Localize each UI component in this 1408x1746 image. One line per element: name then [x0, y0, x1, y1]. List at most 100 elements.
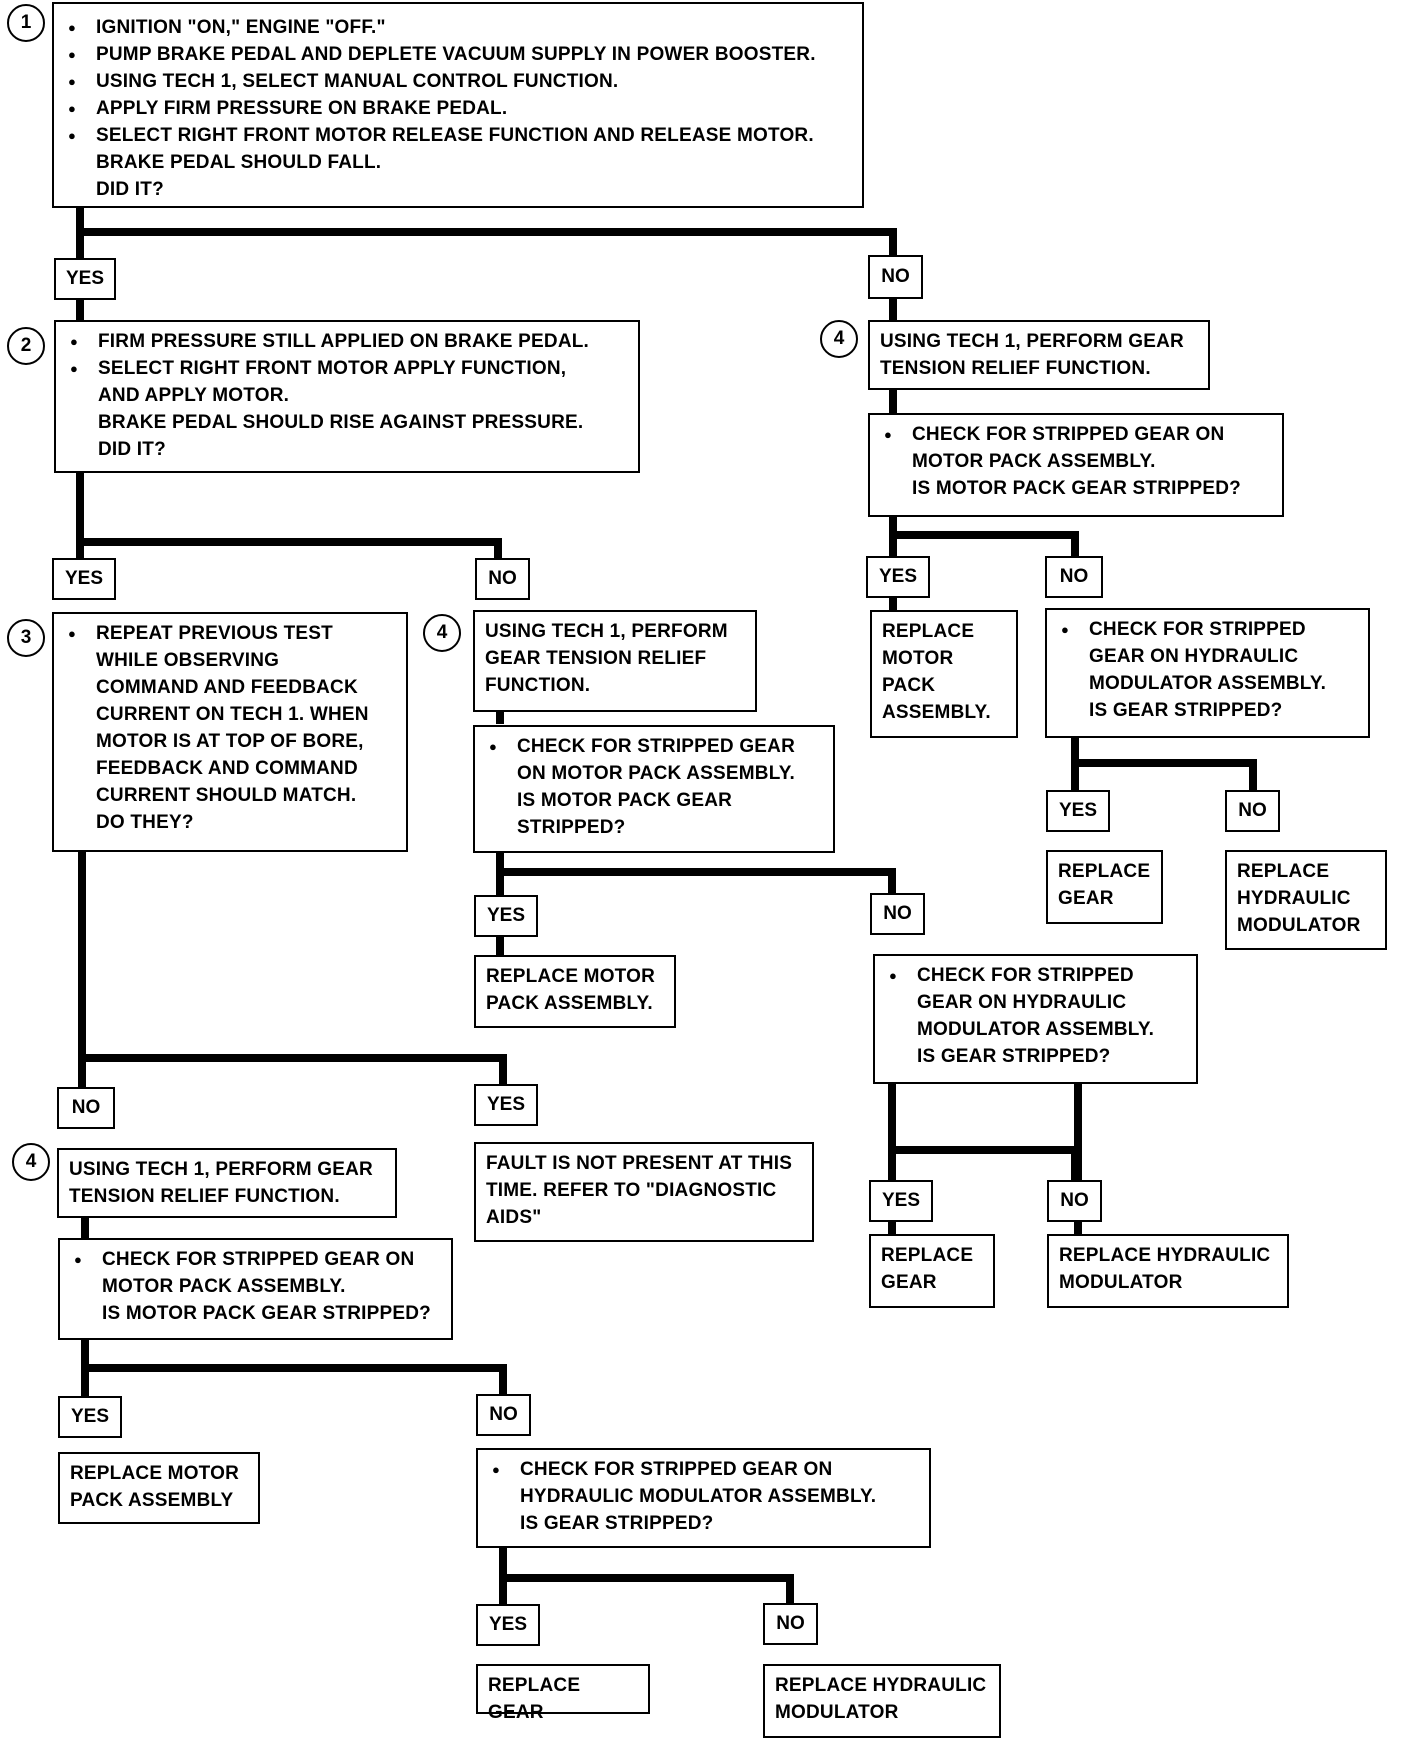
replace-motor-pack-box: REPLACE MOTOR PACK ASSEMBLY.	[474, 955, 676, 1028]
step-3-marker: 3	[7, 619, 45, 657]
box-line: CHECK FOR STRIPPED GEAR ON	[488, 1456, 919, 1483]
replace-hydraulic-modulator-box: REPLACE HYDRAULIC MODULATOR	[763, 1664, 1001, 1738]
step-1-item: IGNITION "ON," ENGINE "OFF."	[64, 14, 852, 41]
no-label: NO	[1045, 556, 1103, 598]
box-line: GEAR ON HYDRAULIC	[1089, 646, 1299, 667]
yes-label: YES	[476, 1604, 540, 1646]
box-line: REPLACE MOTOR	[486, 966, 656, 987]
step-1-marker: 1	[7, 4, 45, 42]
check-motor-gear-box: CHECK FOR STRIPPED GEAR ON MOTOR PACK AS…	[868, 413, 1284, 517]
replace-gear-box: REPLACE GEAR	[1046, 850, 1163, 924]
replace-gear-box: REPLACE GEAR	[476, 1664, 650, 1723]
box-line: ON MOTOR PACK ASSEMBLY.	[517, 763, 796, 784]
box-line: REPLACE	[882, 621, 975, 642]
step-3-text: MOTOR IS AT TOP OF BORE,	[96, 731, 364, 752]
yes-label: YES	[474, 1084, 538, 1126]
step-3-box: REPEAT PREVIOUS TEST WHILE OBSERVING COM…	[52, 612, 408, 852]
step-1-item: PUMP BRAKE PEDAL AND DEPLETE VACUUM SUPP…	[64, 41, 852, 68]
box-line: TIME. REFER TO "DIAGNOSTIC	[486, 1180, 777, 1201]
yes-label: YES	[52, 558, 116, 600]
yes-label: YES	[1046, 790, 1110, 832]
box-line: REPLACE GEAR	[488, 1675, 581, 1723]
box-line: USING TECH 1, PERFORM	[485, 621, 728, 642]
box-line: USING TECH 1, PERFORM GEAR	[880, 331, 1184, 352]
box-line: ASSEMBLY.	[882, 702, 991, 723]
box-line: PACK	[882, 675, 936, 696]
step-2-box: FIRM PRESSURE STILL APPLIED ON BRAKE PED…	[54, 320, 640, 473]
box-line: IS MOTOR PACK GEAR STRIPPED?	[102, 1303, 431, 1324]
step-3-item: REPEAT PREVIOUS TEST	[64, 620, 396, 647]
box-line: HYDRAULIC MODULATOR ASSEMBLY.	[520, 1486, 877, 1507]
step-4-marker: 4	[12, 1143, 50, 1181]
box-line: REPLACE	[881, 1245, 974, 1266]
box-line: REPLACE	[1237, 861, 1330, 882]
box-line: GEAR ON HYDRAULIC	[917, 992, 1127, 1013]
yes-label: YES	[869, 1180, 933, 1222]
box-line: MODULATOR	[1237, 915, 1361, 936]
replace-motor-pack-box: REPLACE MOTOR PACK ASSEMBLY.	[870, 610, 1018, 738]
box-line: HYDRAULIC	[1237, 888, 1351, 909]
box-line: REPLACE HYDRAULIC	[1059, 1245, 1271, 1266]
box-line: TENSION RELIEF FUNCTION.	[69, 1186, 340, 1207]
box-line: MODULATOR	[1059, 1272, 1183, 1293]
step-2-item: FIRM PRESSURE STILL APPLIED ON BRAKE PED…	[66, 328, 628, 355]
check-motor-gear-box: CHECK FOR STRIPPED GEAR ON MOTOR PACK AS…	[473, 725, 835, 853]
box-line: AIDS"	[486, 1207, 542, 1228]
box-line: GEAR	[881, 1272, 937, 1293]
check-hydraulic-gear-box: CHECK FOR STRIPPED GEAR ON HYDRAULIC MOD…	[1045, 608, 1370, 738]
no-label: NO	[476, 1394, 531, 1436]
step-3-text: WHILE OBSERVING	[96, 650, 280, 671]
box-line: CHECK FOR STRIPPED	[885, 962, 1186, 989]
yes-label: YES	[58, 1396, 122, 1438]
box-line: FUNCTION.	[485, 675, 591, 696]
step-3-text: COMMAND AND FEEDBACK	[96, 677, 358, 698]
no-label: NO	[870, 893, 925, 935]
step-3-text: CURRENT SHOULD MATCH.	[96, 785, 357, 806]
box-line: CHECK FOR STRIPPED GEAR ON	[880, 421, 1272, 448]
box-line: IS GEAR STRIPPED?	[1089, 700, 1283, 721]
step-2-text: AND APPLY MOTOR.	[98, 385, 290, 406]
box-line: IS MOTOR PACK GEAR STRIPPED?	[912, 478, 1241, 499]
box-line: GEAR	[1058, 888, 1114, 909]
box-line: MODULATOR ASSEMBLY.	[917, 1019, 1155, 1040]
no-label: NO	[57, 1087, 115, 1129]
step-3-question: DO THEY?	[96, 812, 194, 833]
box-line: CHECK FOR STRIPPED GEAR	[485, 733, 823, 760]
step-1-box: IGNITION "ON," ENGINE "OFF." PUMP BRAKE …	[52, 2, 864, 208]
box-line: PACK ASSEMBLY.	[486, 993, 653, 1014]
replace-motor-pack-box: REPLACE MOTOR PACK ASSEMBLY	[58, 1452, 260, 1524]
no-label: NO	[475, 558, 530, 600]
yes-label: YES	[54, 258, 116, 300]
no-label: NO	[763, 1603, 818, 1645]
no-label: NO	[868, 255, 923, 299]
yes-label: YES	[474, 895, 538, 937]
replace-hydraulic-modulator-box: REPLACE HYDRAULIC MODULATOR	[1225, 850, 1387, 950]
step-1-item: USING TECH 1, SELECT MANUAL CONTROL FUNC…	[64, 68, 852, 95]
box-line: MOTOR	[882, 648, 954, 669]
yes-label: YES	[866, 556, 930, 598]
tension-relief-box: USING TECH 1, PERFORM GEAR TENSION RELIE…	[57, 1148, 397, 1218]
box-line: MOTOR PACK ASSEMBLY.	[912, 451, 1156, 472]
check-motor-gear-box: CHECK FOR STRIPPED GEAR ON MOTOR PACK AS…	[58, 1238, 453, 1340]
box-line: REPLACE HYDRAULIC	[775, 1675, 987, 1696]
step-2-item: SELECT RIGHT FRONT MOTOR APPLY FUNCTION,	[66, 355, 628, 382]
box-line: MOTOR PACK ASSEMBLY.	[102, 1276, 346, 1297]
step-2-marker: 2	[7, 327, 45, 365]
step-1-item: SELECT RIGHT FRONT MOTOR RELEASE FUNCTIO…	[64, 122, 852, 149]
box-line: USING TECH 1, PERFORM GEAR	[69, 1159, 373, 1180]
box-line: IS MOTOR PACK GEAR	[517, 790, 733, 811]
tension-relief-box: USING TECH 1, PERFORM GEAR TENSION RELIE…	[473, 610, 757, 712]
box-line: MODULATOR ASSEMBLY.	[1089, 673, 1327, 694]
step-4-marker: 4	[423, 614, 461, 652]
fault-not-present-box: FAULT IS NOT PRESENT AT THIS TIME. REFER…	[474, 1142, 814, 1242]
box-line: CHECK FOR STRIPPED GEAR ON	[70, 1246, 441, 1273]
box-line: IS GEAR STRIPPED?	[520, 1513, 714, 1534]
box-line: REPLACE	[1058, 861, 1151, 882]
box-line: MODULATOR	[775, 1702, 899, 1723]
step-3-text: CURRENT ON TECH 1. WHEN	[96, 704, 369, 725]
replace-hydraulic-modulator-box: REPLACE HYDRAULIC MODULATOR	[1047, 1234, 1289, 1308]
box-line: STRIPPED?	[517, 817, 626, 838]
box-line: TENSION RELIEF FUNCTION.	[880, 358, 1151, 379]
check-hydraulic-gear-box: CHECK FOR STRIPPED GEAR ON HYDRAULIC MOD…	[476, 1448, 931, 1548]
step-1-item: APPLY FIRM PRESSURE ON BRAKE PEDAL.	[64, 95, 852, 122]
